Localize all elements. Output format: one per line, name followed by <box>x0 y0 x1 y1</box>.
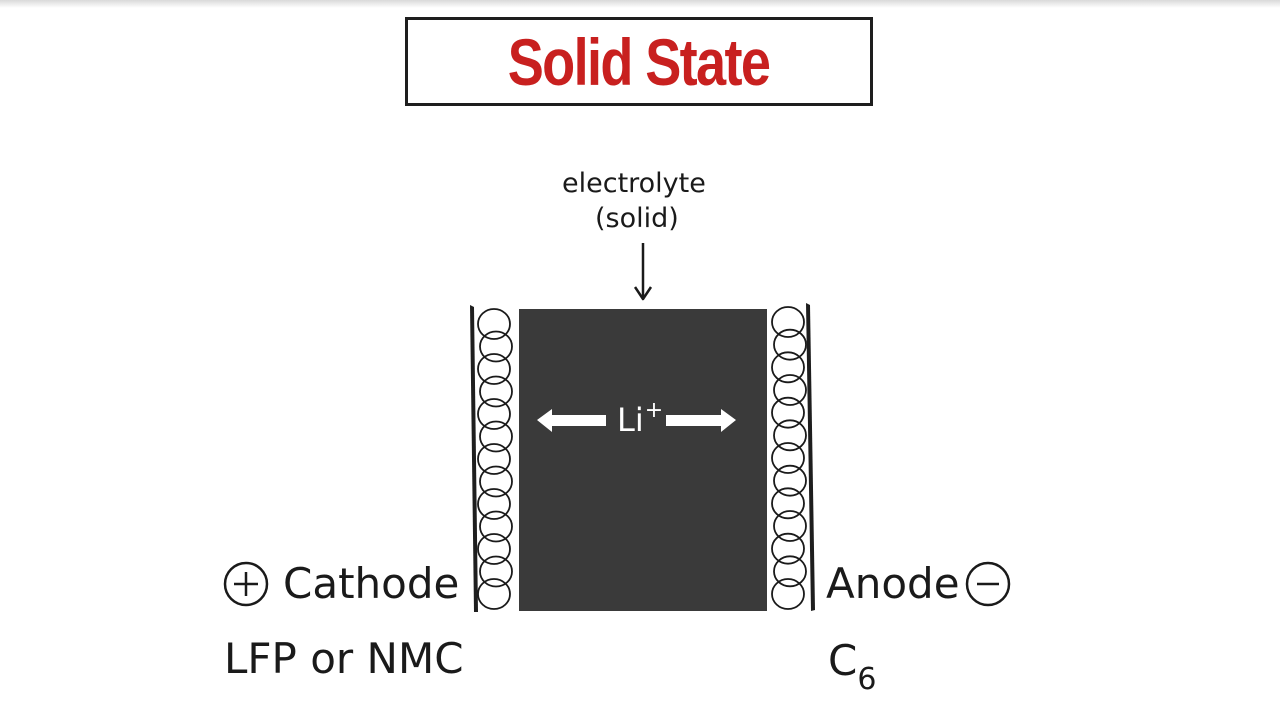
particle-coil <box>477 443 511 475</box>
particle-coil <box>773 374 807 406</box>
anode-plate <box>806 303 815 611</box>
particle-coil <box>479 465 513 498</box>
page-title: Solid State <box>508 24 771 99</box>
anode-material: C6 <box>828 636 877 697</box>
particle-coil <box>479 510 513 543</box>
arrow-left-icon <box>537 409 606 432</box>
particle-coil <box>773 555 807 588</box>
ion-transport-arrow <box>537 409 736 432</box>
cathode-label: Cathode <box>283 559 460 608</box>
particle-coil <box>479 420 513 453</box>
particle-coil <box>773 419 807 452</box>
particle-coil <box>771 487 805 520</box>
particle-coil <box>477 308 511 340</box>
cathode-plate <box>470 305 478 612</box>
particle-coil <box>477 353 511 385</box>
particle-coil <box>477 533 511 565</box>
title-box: Solid State <box>405 17 873 106</box>
particle-coil <box>479 375 513 408</box>
particle-coil <box>773 510 807 542</box>
particle-coil <box>477 398 511 430</box>
particle-coil <box>773 464 807 497</box>
electrolyte-state-label: (solid) <box>595 203 679 234</box>
particle-coil <box>773 328 807 361</box>
negative-terminal-icon <box>965 561 1011 607</box>
anode-label: Anode <box>826 559 960 608</box>
electrolyte-pointer-arrow <box>633 243 653 301</box>
particle-coil <box>477 488 511 520</box>
positive-terminal-icon <box>223 561 269 607</box>
electrolyte-label: electrolyte <box>562 168 706 199</box>
anode-particles <box>771 306 807 610</box>
particle-coil <box>477 578 511 610</box>
particle-coil <box>771 306 805 338</box>
lithium-ion-label: Li+ <box>617 398 664 439</box>
particle-coil <box>479 555 513 588</box>
particle-coil <box>771 442 805 474</box>
particle-coil <box>771 351 805 384</box>
top-edge-shadow <box>0 0 1280 8</box>
solid-electrolyte-block <box>519 309 767 611</box>
cathode-particles <box>477 308 513 610</box>
cathode-material: LFP or NMC <box>224 634 464 683</box>
particle-coil <box>771 578 805 610</box>
arrow-right-icon <box>666 409 736 432</box>
particle-coil <box>771 532 805 565</box>
particle-coil <box>479 330 513 363</box>
particle-coil <box>771 396 805 429</box>
